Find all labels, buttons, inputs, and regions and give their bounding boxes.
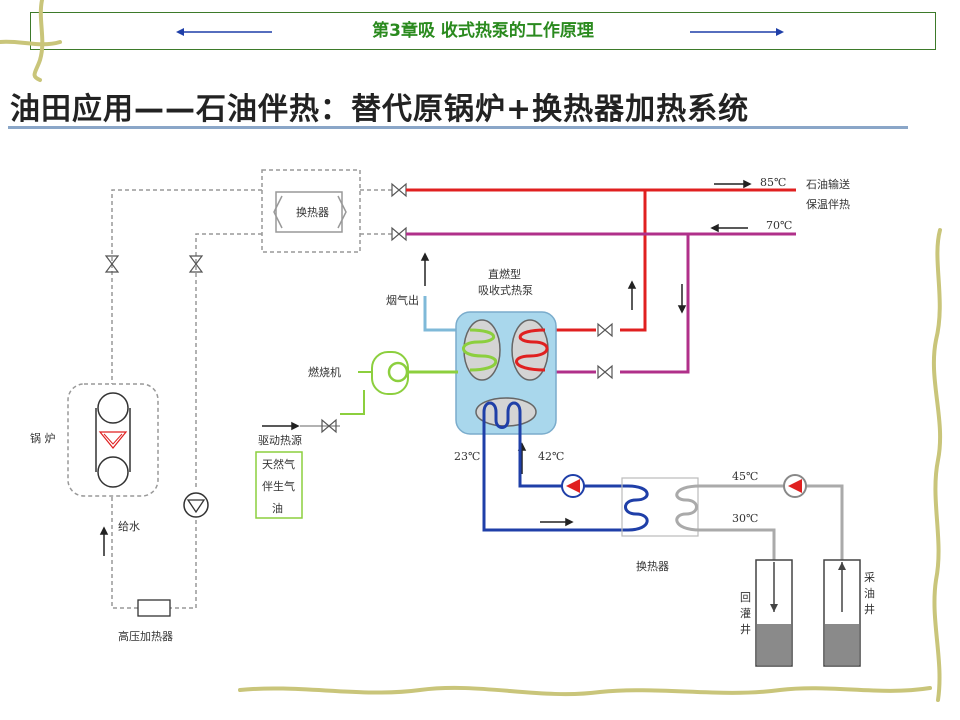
oil-transport-line2: 保温伴热: [806, 197, 850, 211]
fuel-label-3: 油: [272, 501, 283, 515]
branch-valves: [597, 322, 613, 380]
flow-arrows: [99, 179, 752, 556]
well-pump: [783, 474, 807, 498]
heat-pump-label-line1: 直燃型: [488, 267, 521, 281]
diagram-labels: 换热器 85℃ 70℃ 石油输送 保温伴热 直燃型 吸收式热泵 烟气出 燃烧机 …: [30, 176, 850, 643]
boiler-loop-piping: [67, 169, 392, 609]
heading-rule: [8, 126, 908, 129]
exchanger-bottom-label: 换热器: [636, 559, 669, 573]
bottom-heat-exchanger: [621, 477, 701, 537]
temp-85-label: 85℃: [760, 176, 786, 189]
oil-transport-line1: 石油输送: [806, 177, 850, 191]
temp-30-label: 30℃: [732, 512, 758, 525]
chapter-title: 第3章吸 收式热泵的工作原理: [372, 21, 594, 41]
top-valves: [391, 182, 407, 242]
header-arrows: [176, 28, 784, 36]
reinjection-well: [755, 559, 793, 667]
feedwater-label: 给水: [118, 520, 140, 533]
boiler-label: 锅 炉: [30, 432, 56, 445]
exchanger-top-label: 换热器: [296, 205, 329, 219]
temp-70-label: 70℃: [766, 219, 792, 232]
fuel-line: [255, 418, 340, 519]
temp-23-label: 23℃: [454, 450, 480, 463]
flue-gas-line: [423, 296, 470, 332]
flue-gas-label: 烟气出: [386, 293, 419, 307]
heat-pump-vessel: [455, 311, 557, 438]
burner-label: 燃烧机: [308, 365, 341, 379]
slide-heading: 油田应用——石油伴热：替代原锅炉+换热器加热系统: [10, 92, 750, 127]
boiler-valves: [104, 255, 204, 273]
fuel-label-1: 天然气: [262, 457, 295, 471]
drive-heat-label: 驱动热源: [258, 433, 302, 447]
top-heat-exchanger: [273, 191, 347, 233]
heat-pump-label-line2: 吸收式热泵: [478, 283, 533, 297]
hp-heater: [137, 599, 171, 617]
reinjection-well-label: 回灌井: [740, 591, 751, 636]
production-well: [823, 559, 861, 667]
fuel-label-2: 伴生气: [262, 479, 295, 493]
burner: [340, 351, 458, 415]
circulation-pump: [561, 474, 585, 498]
vine-decoration: [0, 0, 943, 702]
well-lines: [698, 484, 844, 562]
hot-supply-line: [406, 188, 796, 332]
production-well-label: 采油井: [864, 571, 875, 616]
feed-pump: [183, 492, 209, 518]
blue-loop: [482, 438, 628, 532]
boiler: [95, 392, 131, 488]
hp-heater-label: 高压加热器: [118, 629, 173, 643]
temp-45-label: 45℃: [732, 470, 758, 483]
temp-42-label: 42℃: [538, 450, 564, 463]
